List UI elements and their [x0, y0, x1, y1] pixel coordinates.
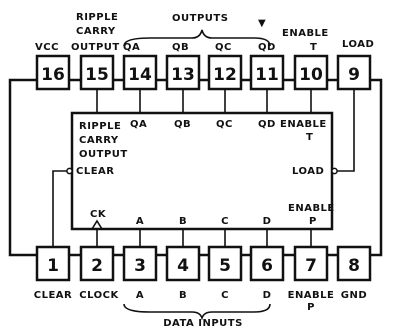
pin-14-box	[122, 54, 158, 91]
block-output-label: OUTPUT	[79, 149, 128, 160]
pin-6-label: D	[263, 290, 272, 301]
pin-2-number: 2	[91, 256, 103, 276]
pin-14-number: 14	[128, 65, 152, 85]
pin-4-number: 4	[177, 256, 189, 276]
pin-9-label: LOAD	[342, 39, 374, 50]
pin-2-box	[79, 245, 115, 282]
pin-6-box	[249, 245, 285, 282]
pin-5-box	[207, 245, 243, 282]
pin-8-number: 8	[348, 256, 360, 276]
ripple-header-label: RIPPLE	[76, 12, 118, 23]
pin-10-label: T	[310, 42, 317, 53]
pin-16-box	[35, 54, 71, 91]
block-load-label: LOAD	[292, 166, 324, 177]
block-c-label: C	[221, 216, 229, 227]
load-inversion-bubble	[331, 167, 338, 175]
block-ck-label: CK	[90, 209, 107, 220]
pin-15-number: 15	[85, 65, 109, 85]
block-clear-label: CLEAR	[76, 166, 114, 177]
pin-12-number: 12	[213, 65, 237, 85]
pin-1-number: 1	[47, 256, 59, 276]
enable-header-label: ENABLE	[282, 28, 329, 39]
pin-11-number: 11	[255, 65, 279, 85]
pin-7-label: ENABLE	[288, 290, 335, 301]
block-p-label: P	[309, 216, 317, 227]
pin-8-box	[336, 245, 372, 282]
pin-14-label: QA	[123, 42, 140, 53]
pin-15-label: OUTPUT	[71, 42, 120, 53]
pin-3-number: 3	[134, 256, 146, 276]
star-mark: ▼	[258, 18, 266, 29]
block-qa-label: QA	[130, 119, 147, 130]
carry-header-label: CARRY	[76, 26, 116, 37]
block-enable-p-label: ENABLE	[288, 203, 335, 214]
block-a-label: A	[136, 216, 144, 227]
block-enable-t-label: ENABLE	[280, 119, 327, 130]
pin-13-label: QB	[172, 42, 189, 53]
block-d-label: D	[263, 216, 272, 227]
pin-3-label: A	[136, 290, 144, 301]
block-qb-label: QB	[174, 119, 191, 130]
block-b-label: B	[179, 216, 187, 227]
clear-inversion-bubble	[66, 167, 73, 175]
pin-11-box	[249, 54, 285, 91]
pin-5-label: C	[221, 290, 229, 301]
block-t-label: T	[306, 132, 313, 143]
pin-13-number: 13	[171, 65, 195, 85]
pin-8-label: GND	[341, 290, 367, 301]
pin-16-number: 16	[41, 65, 65, 85]
wire-pin-9	[337, 89, 355, 172]
pin-10-box	[293, 54, 329, 91]
pin-7-sublabel: P	[307, 302, 315, 313]
pin-1-box	[35, 245, 71, 282]
data-inputs-brace	[123, 303, 271, 321]
block-qc-label: QC	[216, 119, 233, 130]
block-qd-label: QD	[258, 119, 276, 130]
wire-pin-1	[52, 170, 67, 247]
pin-9-number: 9	[348, 65, 360, 85]
pin-7-box	[293, 245, 329, 282]
pin-4-box	[165, 245, 201, 282]
data-inputs-label: DATA INPUTS	[163, 318, 243, 327]
pin-7-number: 7	[305, 256, 317, 276]
pin-6-number: 6	[261, 256, 273, 276]
block-ripple-label: RIPPLE	[79, 121, 121, 132]
pin-12-label: QC	[215, 42, 232, 53]
block-carry-label: CARRY	[79, 135, 119, 146]
outputs-header-label: OUTPUTS	[172, 13, 228, 24]
clock-edge-symbol	[91, 219, 103, 230]
pin-1-label: CLEAR	[34, 290, 72, 301]
pin-10-number: 10	[299, 65, 323, 85]
pin-4-label: B	[179, 290, 187, 301]
pin-3-box	[122, 245, 158, 282]
pin-2-label: CLOCK	[79, 290, 119, 301]
pin-9-box	[336, 54, 372, 91]
pin-11-label: QD	[258, 42, 276, 53]
pin-5-number: 5	[219, 256, 231, 276]
outputs-brace	[123, 29, 271, 47]
pin-13-box	[165, 54, 201, 91]
pin-16-label: VCC	[35, 42, 59, 53]
